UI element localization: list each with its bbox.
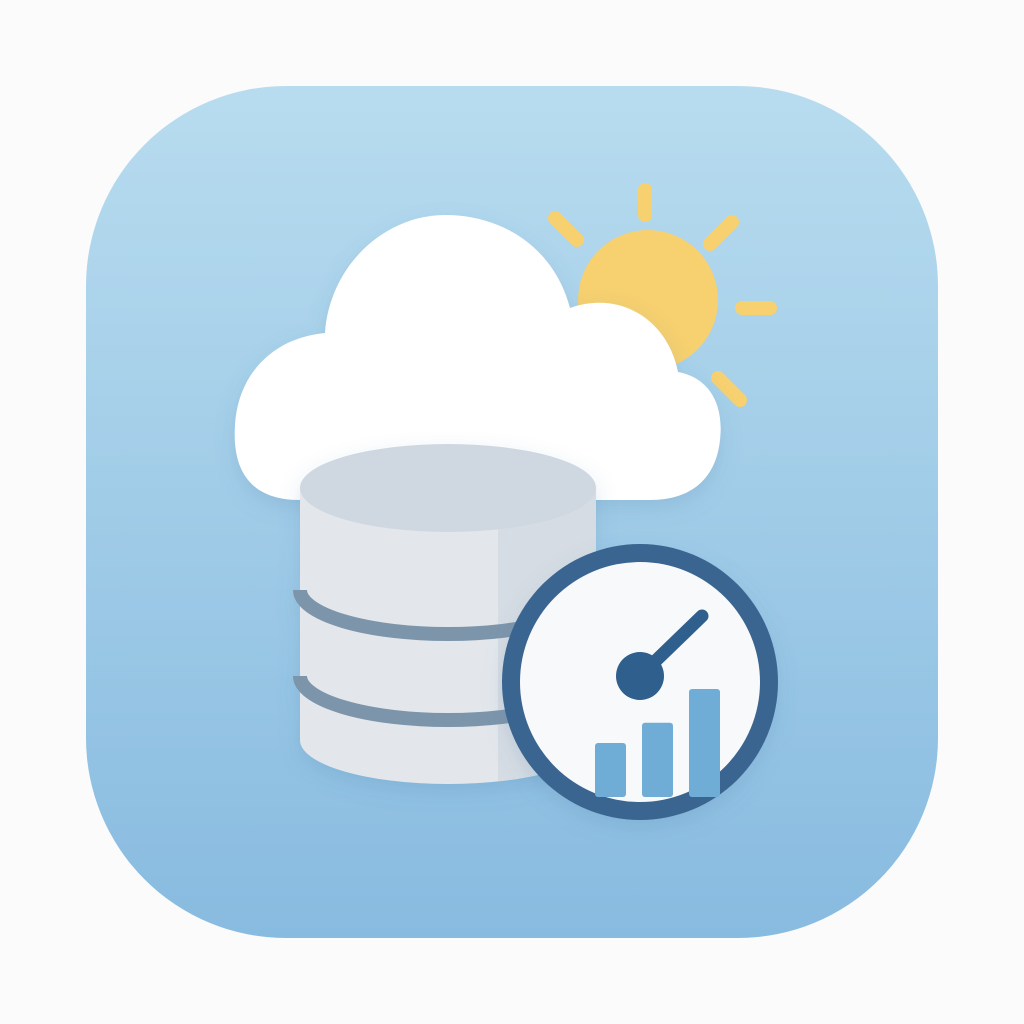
- sun-rays: [548, 183, 777, 407]
- gauge-hub: [616, 652, 664, 700]
- gauge-icon: [502, 544, 778, 820]
- gauge-bar: [595, 743, 626, 797]
- database-top: [300, 444, 596, 532]
- bar-chart-icon: [595, 689, 720, 797]
- gauge-bar: [689, 689, 720, 797]
- cloud-icon: [234, 215, 721, 500]
- gauge-bar: [642, 722, 673, 797]
